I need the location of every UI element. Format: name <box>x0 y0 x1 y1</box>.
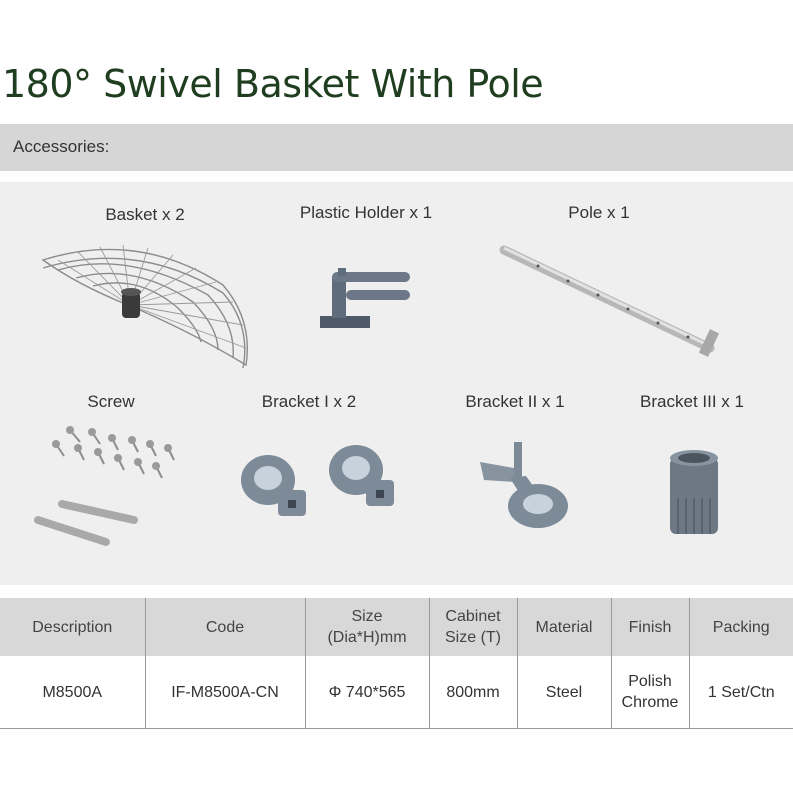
header-packing: Packing <box>689 598 793 656</box>
cell-description: M8500A <box>0 656 146 729</box>
cell-packing: 1 Set/Ctn <box>689 656 793 729</box>
accessories-bar: Accessories: <box>0 124 793 171</box>
cell-code: IF-M8500A-CN <box>145 656 306 729</box>
header-cabinet-size: Cabinet Size (T) <box>429 598 518 656</box>
basket-image <box>41 244 249 369</box>
screw-image <box>34 426 175 546</box>
plastic-holder-image <box>320 268 410 328</box>
item-label-pole: Pole x 1 <box>568 203 630 222</box>
header-material: Material <box>517 598 612 656</box>
page-title: 180° Swivel Basket With Pole <box>2 62 544 106</box>
spec-header-row: Description Code Size (Dia*H)mm Cabinet … <box>0 598 793 656</box>
bracket-1-image <box>241 445 394 516</box>
cell-cabinet-size: 800mm <box>429 656 518 729</box>
bracket-2-image <box>480 442 568 528</box>
spec-table: Description Code Size (Dia*H)mm Cabinet … <box>0 598 793 730</box>
item-label-basket: Basket x 2 <box>105 205 185 224</box>
table-row: M8500A IF-M8500A-CN Φ 740*565 800mm Stee… <box>0 656 793 729</box>
header-finish: Finish <box>611 598 690 656</box>
item-label-bracket-2: Bracket II x 1 <box>465 392 565 411</box>
item-label-screw: Screw <box>87 392 135 411</box>
item-label-bracket-3: Bracket III x 1 <box>640 392 744 411</box>
header-code: Code <box>145 598 306 656</box>
cell-finish: Polish Chrome <box>611 656 690 729</box>
accessories-panel: Basket x 2 Plastic Holder x 1 Pole x 1 S… <box>0 182 793 585</box>
item-label-plastic-holder: Plastic Holder x 1 <box>299 203 433 222</box>
header-description: Description <box>0 598 146 656</box>
item-label-bracket-1: Bracket I x 2 <box>261 392 357 411</box>
bracket-3-image <box>670 450 718 534</box>
accessories-label: Accessories: <box>13 137 110 156</box>
cell-size: Φ 740*565 <box>305 656 430 729</box>
header-size: Size (Dia*H)mm <box>305 598 430 656</box>
pole-image <box>499 245 720 357</box>
cell-material: Steel <box>517 656 612 729</box>
